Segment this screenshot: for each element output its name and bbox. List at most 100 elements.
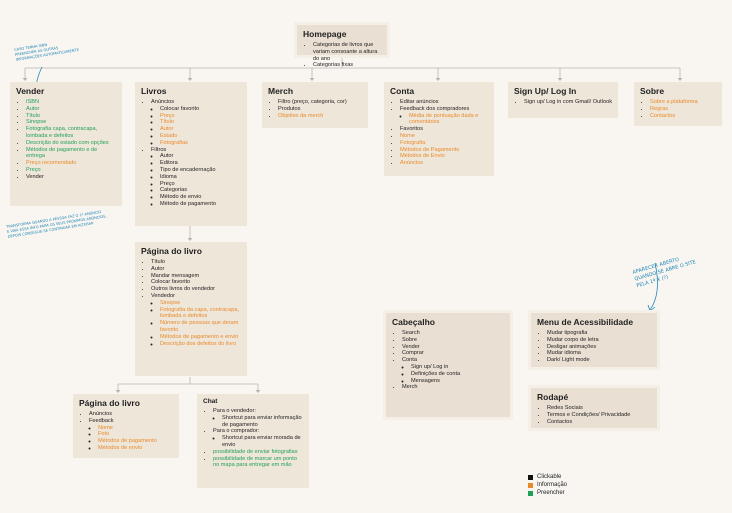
list-item-text: Autor xyxy=(160,126,174,133)
pagina-livro-2-list: AnúnciosFeedbackNomeFotoMétodos de pagam… xyxy=(79,411,173,452)
list-item-text: Foto xyxy=(98,431,110,438)
legend-clickable: Clickable xyxy=(528,473,567,481)
list-item: Anúncios xyxy=(400,160,488,167)
list-item[interactable]: Preço xyxy=(160,181,241,188)
list-item[interactable]: Editora xyxy=(160,160,241,167)
list-item[interactable]: Mensagens xyxy=(411,378,504,385)
list-item[interactable]: Sobre xyxy=(402,337,504,344)
legend-preencher: Preencher xyxy=(528,489,567,497)
legend-label-preencher: Preencher xyxy=(537,490,565,496)
homepage-list: Categorias de livros que variam consoant… xyxy=(303,42,381,69)
list-item: Sobre a plataforma xyxy=(650,99,716,106)
list-item[interactable]: Mudar idioma xyxy=(547,350,651,357)
cabecalho-card[interactable]: Cabeçalho SearchSobreVenderComprarContaS… xyxy=(383,310,513,420)
list-item-text: Fotografia xyxy=(400,139,426,146)
legend-swatch-informacao xyxy=(528,482,533,488)
homepage-card[interactable]: Homepage Categorias de livros que variam… xyxy=(294,22,390,68)
list-item[interactable]: Merch xyxy=(402,384,504,391)
list-item[interactable]: Favoritos xyxy=(400,126,488,133)
list-item: Métodos de envio xyxy=(98,445,173,452)
list-item[interactable]: Search xyxy=(402,330,504,337)
list-item[interactable]: Tipo de encadernação xyxy=(160,167,241,174)
list-item[interactable]: Categorias xyxy=(160,187,241,194)
homepage-title: Homepage xyxy=(303,29,347,39)
list-item[interactable]: FiltrosAutorEditoraTipo de encadernaçãoI… xyxy=(151,147,241,208)
list-item[interactable]: Shortcut para enviar informação de pagam… xyxy=(222,415,303,429)
list-item-text: Método de pagamento xyxy=(160,200,216,207)
list-item[interactable]: Autor xyxy=(151,266,241,273)
list-item[interactable]: ContaSign up/ Log inDefinições de contaM… xyxy=(402,357,504,384)
list-item-text: Método de envio xyxy=(160,194,202,201)
list-item[interactable]: Idioma xyxy=(160,174,241,181)
list-item[interactable]: Vender xyxy=(402,344,504,351)
list-item[interactable]: Para o comprador:Shortcut para enviar mo… xyxy=(213,428,303,448)
list-item: Fotografia xyxy=(400,140,488,147)
list-item-text: Editora xyxy=(160,160,178,167)
sobre-card[interactable]: Sobre Sobre a plataformaRegrasContactos xyxy=(634,82,722,126)
list-item[interactable]: Shortcut para enviar morada de envio xyxy=(222,435,303,449)
list-item-text: Contactos xyxy=(650,112,676,119)
sub-list: Shortcut para enviar informação de pagam… xyxy=(213,415,303,429)
list-item[interactable]: Para o vendedor:Shortcut para enviar inf… xyxy=(213,408,303,428)
conta-card[interactable]: Conta Editar anúnciosFeedback dos compra… xyxy=(384,82,494,176)
list-item[interactable]: Contactos xyxy=(547,419,651,426)
list-item[interactable]: Sign up/ Log in com Gmail/ Outlook xyxy=(524,99,612,106)
list-item[interactable]: Editar anúncios xyxy=(400,99,488,106)
list-item[interactable]: Redes Sociais xyxy=(547,405,651,412)
list-item-text: Métodos de envio xyxy=(98,444,143,451)
list-item[interactable]: Comprar xyxy=(402,350,504,357)
vender-card[interactable]: Vender ISBNAutorTítuloSinopseFotografia … xyxy=(10,82,122,206)
list-item-text: Colocar favorito xyxy=(151,279,191,286)
list-item[interactable]: Método de envio xyxy=(160,194,241,201)
list-item[interactable]: Mudar tipografia xyxy=(547,330,651,337)
sub-list: AutorEditoraTipo de encadernaçãoIdiomaPr… xyxy=(151,153,241,207)
list-item: Métodos de Pagamento xyxy=(400,147,488,154)
list-item[interactable]: Anúncios xyxy=(89,411,173,418)
list-item-text: Vender xyxy=(402,343,420,350)
conta-list: Editar anúnciosFeedback dos compradoresM… xyxy=(390,99,488,167)
sub-list: Colocar favoritoPreçoTítuloAutorEstadoFo… xyxy=(151,106,241,147)
acessibilidade-card[interactable]: Menu de Acessibilidade Mudar tipografiaM… xyxy=(528,310,660,370)
pagina-livro-card[interactable]: Página do livro TítuloAutorMandar mensag… xyxy=(135,242,247,376)
list-item[interactable]: FeedbackNomeFotoMétodos de pagamentoMéto… xyxy=(89,418,173,452)
pagina-livro-2-card[interactable]: Página do livro AnúnciosFeedbackNomeFoto… xyxy=(73,394,179,458)
list-item[interactable]: Outros livros do vendedor xyxy=(151,286,241,293)
signup-card[interactable]: Sign Up/ Log In Sign up/ Log in com Gmai… xyxy=(508,82,618,118)
list-item[interactable]: Colocar favorito xyxy=(151,279,241,286)
list-item[interactable]: Desligar animações xyxy=(547,344,651,351)
list-item-text: Para o vendedor: xyxy=(213,408,256,414)
list-item-text: Descrição do estado com opções xyxy=(26,139,109,146)
list-item[interactable]: Categorias fixas xyxy=(313,62,381,69)
list-item[interactable]: Filtro (preço, categoria, cor) xyxy=(278,99,362,106)
sobre-list: Sobre a plataformaRegrasContactos xyxy=(640,99,716,119)
list-item: Métodos de pagamento e de entrega xyxy=(26,147,116,161)
livros-card[interactable]: Livros AnúnciosColocar favoritoPreçoTítu… xyxy=(135,82,247,226)
list-item[interactable]: VendedorSinopseFotografia da capa, contr… xyxy=(151,293,241,347)
list-item[interactable]: AnúnciosColocar favoritoPreçoTítuloAutor… xyxy=(151,99,241,147)
rodape-card[interactable]: Rodapé Redes SociaisTermos e Condições/ … xyxy=(528,385,660,431)
list-item[interactable]: Sign up/ Log in xyxy=(411,364,504,371)
list-item[interactable]: Mudar corpo de letra xyxy=(547,337,651,344)
list-item-text: Filtros xyxy=(151,146,167,153)
list-item[interactable]: Termos e Condições/ Privacidade xyxy=(547,412,651,419)
list-item[interactable]: Categorias de livros que variam consoant… xyxy=(313,42,381,62)
list-item[interactable]: Definições de conta xyxy=(411,371,504,378)
list-item[interactable]: Feedback dos compradoresMédia de pontuaç… xyxy=(400,106,488,126)
merch-card[interactable]: Merch Filtro (preço, categoria, cor)Prod… xyxy=(262,82,368,128)
list-item[interactable]: Vender xyxy=(26,174,116,181)
cabecalho-list: SearchSobreVenderComprarContaSign up/ Lo… xyxy=(392,330,504,391)
list-item[interactable]: Mandar mensagem xyxy=(151,273,241,280)
list-item[interactable]: Colocar favorito xyxy=(160,106,241,113)
list-item[interactable]: Autor xyxy=(160,153,241,160)
list-item: Preço recomendado xyxy=(26,160,116,167)
list-item-text: Redes Sociais xyxy=(547,405,583,411)
list-item[interactable]: Método de pagamento xyxy=(160,201,241,208)
list-item-text: Sobre xyxy=(402,336,417,343)
vender-title: Vender xyxy=(16,86,45,96)
legend-label-clickable: Clickable xyxy=(537,474,562,480)
list-item[interactable]: Produtos xyxy=(278,106,362,113)
chat-card[interactable]: Chat Para o vendedor:Shortcut para envia… xyxy=(197,394,309,488)
list-item[interactable]: Título xyxy=(151,259,241,266)
list-item[interactable]: Dark/ Light mode xyxy=(547,357,651,364)
list-item-text: Estado xyxy=(160,132,178,139)
